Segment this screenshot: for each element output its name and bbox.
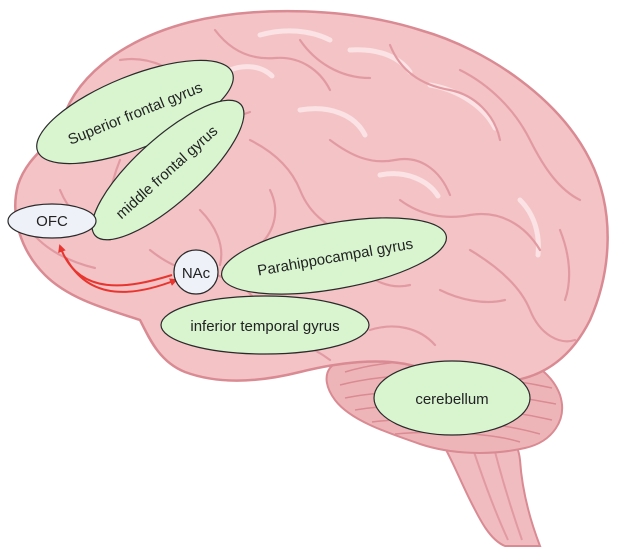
inferior-temporal-gyrus-label: inferior temporal gyrus xyxy=(190,318,339,335)
node-nac[interactable]: NAc xyxy=(173,249,219,295)
arrow-ofc-to-nac xyxy=(65,257,178,293)
nac-label: NAc xyxy=(182,265,211,282)
cerebellum-label: cerebellum xyxy=(415,391,488,408)
brain-highlights xyxy=(227,28,541,258)
region-cerebellum[interactable]: cerebellum xyxy=(373,360,531,436)
node-ofc[interactable]: OFC xyxy=(7,203,97,239)
region-parahippocampal-gyrus[interactable]: Parahippocampal gyrus xyxy=(216,204,452,309)
ofc-label: OFC xyxy=(36,213,68,230)
region-inferior-temporal-gyrus[interactable]: inferior temporal gyrus xyxy=(160,295,370,355)
